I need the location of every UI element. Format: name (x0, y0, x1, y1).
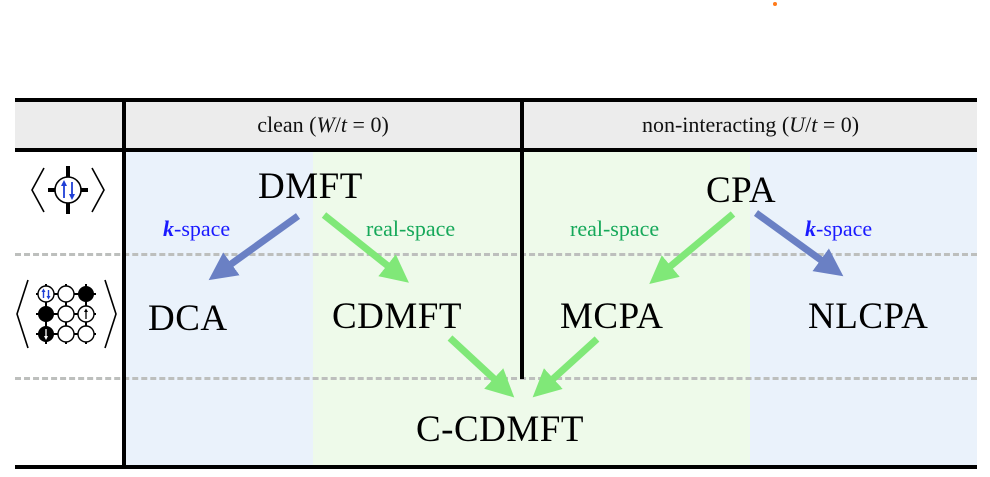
label-real-space-right: real-space (570, 216, 660, 241)
header-clean-suffix: = 0) (347, 112, 389, 137)
header-clean-var: W (316, 112, 335, 137)
header-clean-var2: t (340, 112, 348, 137)
method-dca: DCA (148, 298, 228, 339)
method-c-cdmft: C-CDMFT (416, 409, 584, 450)
arrow-mcpa-to-ccdmft (532, 336, 600, 398)
real-space-region (313, 152, 750, 465)
table-bottom-rule (15, 465, 977, 469)
arrow-cpa-to-nlcpa (753, 210, 844, 277)
label-k-space-right: k-space (805, 218, 872, 240)
label-k-symbol-right: k (805, 216, 816, 241)
arrow-cpa-to-mcpa (649, 211, 736, 284)
arrow-dmft-to-cdmft (321, 212, 409, 283)
label-real-space-left: real-space (366, 216, 456, 241)
arrow-dmft-to-dca (208, 213, 301, 281)
label-column-divider (122, 98, 126, 469)
table-top-rule (15, 98, 977, 102)
label-k-rest-left: -space (174, 216, 231, 241)
method-dmft: DMFT (258, 166, 363, 207)
method-nlcpa: NLCPA (808, 296, 929, 337)
orange-dot (773, 2, 777, 6)
method-cpa: CPA (706, 170, 777, 211)
header-clean: clean (W/t = 0) (126, 101, 520, 149)
header-noninteracting: non-interacting (U/t = 0) (524, 101, 977, 149)
k-space-region-left (126, 152, 313, 465)
method-cdmft: CDMFT (332, 296, 462, 337)
arrow-cdmft-to-ccdmft (447, 335, 515, 398)
method-mcpa: MCPA (560, 296, 664, 337)
header-bottom-rule (15, 148, 977, 152)
header-ni-prefix: non-interacting ( (641, 112, 790, 137)
label-k-symbol-left: k (163, 216, 174, 241)
regime-column-divider (520, 98, 524, 379)
single-site-impurity-icon (31, 166, 105, 214)
label-k-space-left: k-space (163, 218, 230, 240)
header-clean-prefix: clean ( (257, 112, 317, 137)
label-k-rest-right: -space (816, 216, 873, 241)
header-ni-suffix: = 0) (817, 112, 860, 137)
row-separator-1 (15, 253, 977, 256)
cluster-impurity-icon (16, 279, 117, 349)
k-space-region-right (750, 152, 977, 465)
header-row-bg (15, 101, 977, 149)
header-clean-slash: / (334, 112, 341, 137)
header-ni-slash: / (805, 112, 812, 137)
header-ni-var: U (789, 112, 806, 137)
header-ni-var2: t (811, 112, 818, 137)
